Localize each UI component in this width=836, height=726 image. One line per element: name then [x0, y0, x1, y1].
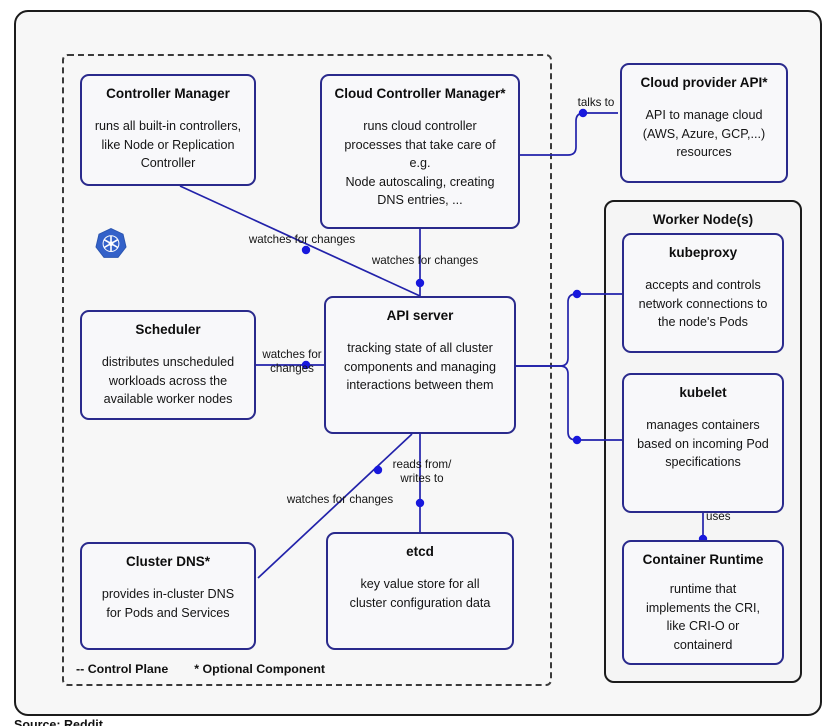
box-cloud-provider-api[interactable]: Cloud provider API* API to manage cloud … — [620, 63, 788, 183]
cluster-dns-desc: provides in-cluster DNS for Pods and Ser… — [101, 586, 235, 620]
etcd-desc: key value store for all cluster configur… — [349, 576, 491, 610]
cloud-controller-manager-title: Cloud Controller Manager* — [334, 86, 506, 101]
etcd-title: etcd — [406, 544, 434, 559]
box-container-runtime[interactable]: Container Runtime runtime that implement… — [622, 540, 784, 665]
source-caption: Source: Reddit — [14, 718, 103, 726]
legend-control-plane: -- Control Plane — [76, 662, 169, 676]
scheduler-desc: distributes unscheduled workloads across… — [101, 354, 235, 407]
cloud-provider-api-title: Cloud provider API* — [640, 75, 768, 90]
edge-label-talks-to: talks to — [577, 96, 615, 109]
legend: -- Control Plane * Optional Component — [76, 662, 325, 676]
box-cloud-controller-manager[interactable]: Cloud Controller Manager* runs cloud con… — [320, 74, 520, 229]
api-server-title: API server — [386, 308, 454, 323]
controller-manager-title: Controller Manager — [106, 86, 230, 101]
box-cluster-dns[interactable]: Cluster DNS* provides in-cluster DNS for… — [80, 542, 256, 650]
box-etcd[interactable]: etcd key value store for all cluster con… — [326, 532, 514, 650]
container-runtime-title: Container Runtime — [642, 552, 764, 567]
cluster-dns-title: Cluster DNS* — [125, 554, 211, 569]
container-runtime-desc: runtime that implements the CRI, like CR… — [645, 581, 761, 652]
box-controller-manager[interactable]: Controller Manager runs all built-in con… — [80, 74, 256, 186]
edge-label-ccm-to-api: watches for changes — [371, 254, 479, 267]
box-kubeproxy[interactable]: kubeproxy accepts and controls network c… — [622, 233, 784, 353]
edge-label-kubelet-to-runtime: uses — [706, 510, 731, 523]
kubelet-desc: manages containers based on incoming Pod… — [637, 417, 769, 470]
cloud-controller-manager-desc: runs cloud controller processes that tak… — [344, 118, 496, 208]
edge-label-scheduler-to-api: watches for changes — [262, 348, 322, 376]
scheduler-title: Scheduler — [135, 322, 201, 337]
controller-manager-desc: runs all built-in controllers, like Node… — [94, 118, 242, 171]
box-api-server[interactable]: API server tracking state of all cluster… — [324, 296, 516, 434]
kubeproxy-desc: accepts and controls network connections… — [638, 277, 768, 330]
box-kubelet[interactable]: kubelet manages containers based on inco… — [622, 373, 784, 513]
edge-label-api-to-etcd: reads from/ writes to — [392, 458, 452, 486]
kubeproxy-title: kubeproxy — [668, 245, 738, 260]
legend-optional-component: * Optional Component — [194, 662, 326, 676]
kubelet-title: kubelet — [679, 385, 727, 400]
edge-label-cm-to-api: watches for changes — [248, 233, 356, 246]
cloud-provider-api-desc: API to manage cloud (AWS, Azure, GCP,...… — [642, 107, 766, 160]
worker-node-title: Worker Node(s) — [652, 212, 754, 227]
box-scheduler[interactable]: Scheduler distributes unscheduled worklo… — [80, 310, 256, 420]
kubernetes-logo-icon — [94, 227, 128, 261]
edge-label-api-to-dns: watches for changes — [286, 493, 394, 506]
api-server-desc: tracking state of all cluster components… — [344, 340, 496, 393]
